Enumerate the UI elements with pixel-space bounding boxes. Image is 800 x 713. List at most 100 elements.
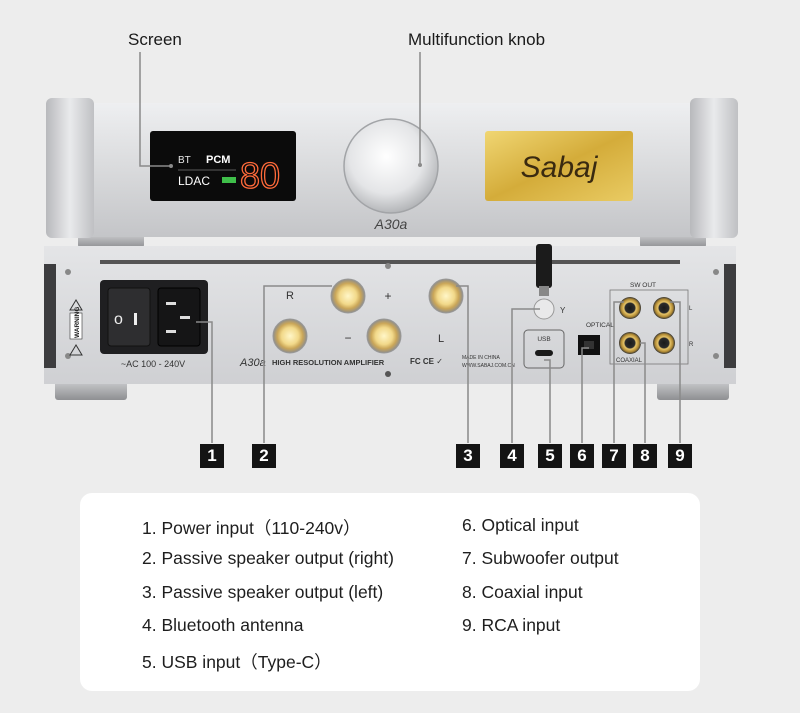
legend-card: 1. Power input（110-240v） 2. Passive spea…: [80, 493, 700, 691]
badge-3: 3: [456, 444, 480, 468]
iec-socket: [157, 287, 201, 347]
amplifier-illustration: BT PCM LDAC 80 Sabaj A30a: [44, 52, 738, 443]
legend-item-8: 8. Coaxial input: [462, 582, 583, 602]
screw-icon: [65, 269, 71, 275]
iec-pin: [180, 316, 190, 319]
rear-grip-right: [724, 264, 736, 368]
rear-vent-slot: [100, 260, 680, 264]
speaker-l-label: L: [438, 333, 444, 345]
speaker-post-left-positive: [428, 278, 464, 314]
badge-2: 2: [252, 444, 276, 468]
leader-line-2: [263, 285, 332, 443]
rca-frame: [609, 289, 689, 365]
speaker-minus-label: −: [344, 331, 351, 345]
badge-9: 9: [668, 444, 692, 468]
display-bt-text: BT: [178, 155, 191, 166]
screen-leader-dot: [169, 164, 173, 168]
warning-triangle-icon: [69, 299, 83, 311]
screw-icon: [713, 269, 719, 275]
power-on-symbol: [134, 313, 137, 325]
rear-model-text: A30a: [239, 357, 266, 369]
rca-input-right-jack: [653, 332, 675, 354]
rear-grip-left: [44, 264, 56, 368]
antenna-symbol-icon: Y: [560, 306, 566, 315]
badge-5: 5: [538, 444, 562, 468]
legend-item-6: 6. Optical input: [462, 515, 579, 535]
display-ldac-text: LDAC: [178, 174, 210, 188]
front-unit: BT PCM LDAC 80 Sabaj A30a: [46, 98, 738, 248]
screw-icon: [713, 353, 719, 359]
subwoofer-rca-jack: [619, 297, 641, 319]
antenna-base: [539, 286, 549, 296]
brand-plate: [485, 131, 633, 201]
rca-l-label: L: [689, 306, 693, 312]
badge-1: 1: [200, 444, 224, 468]
power-off-symbol: o: [114, 311, 123, 328]
warning-text: WARNING: [74, 307, 81, 338]
bluetooth-antenna: [536, 244, 552, 288]
coaxial-label: COAXIAL: [616, 358, 643, 364]
speaker-post-left-negative: [366, 318, 402, 354]
rear-unit: WARNING o ~AC 100 - 240V R + − L A30a HI…: [44, 244, 736, 400]
optical-label: OPTICAL: [586, 322, 614, 329]
speaker-plus-label: +: [384, 289, 391, 303]
leader-line-9: [670, 301, 681, 443]
display-pcm-text: PCM: [206, 154, 230, 166]
legend-item-7: 7. Subwoofer output: [462, 548, 619, 568]
ac-rating-text: ~AC 100 - 240V: [121, 359, 185, 369]
knob-callout-label: Multifunction knob: [408, 30, 546, 49]
legend-item-5: 5. USB input（Type-C）: [142, 652, 332, 672]
screw-icon: [385, 371, 391, 377]
front-side-block-right: [690, 98, 738, 238]
badge-8: 8: [633, 444, 657, 468]
speaker-post-right-negative: [272, 318, 308, 354]
legend-item-4: 4. Bluetooth antenna: [142, 615, 304, 635]
rear-model-desc-text: HIGH RESOLUTION AMPLIFIER: [272, 358, 385, 367]
multifunction-knob: [343, 118, 439, 214]
badge-4: 4: [500, 444, 524, 468]
warning-triangle-icon: [69, 344, 83, 356]
legend-item-1: 1. Power input（110-240v）: [142, 518, 361, 538]
brand-plate-text: Sabaj: [521, 151, 599, 184]
coaxial-rca-jack: [619, 332, 641, 354]
usb-port-frame: [523, 329, 565, 369]
leader-line-3: [456, 285, 469, 443]
front-model-text: A30a: [374, 216, 408, 232]
website-text: WWW.SABAJ.COM.CN: [462, 363, 515, 369]
display-signal-indicator: [222, 177, 236, 183]
badge-6: 6: [570, 444, 594, 468]
knob-leader-dot: [418, 163, 422, 167]
optical-port-inner: [584, 341, 594, 349]
legend-item-2: 2. Passive speaker output (right): [142, 548, 394, 568]
speaker-r-label: R: [286, 290, 294, 302]
power-switch: [107, 287, 151, 347]
badge-7: 7: [602, 444, 626, 468]
legend-item-9: 9. RCA input: [462, 615, 561, 635]
usb-c-port: [535, 350, 553, 356]
legend-item-3: 3. Passive speaker output (left): [142, 582, 384, 602]
speaker-post-right-positive: [330, 278, 366, 314]
leader-line-6: [581, 347, 589, 443]
leader-line-8: [640, 342, 646, 443]
display-volume-text: 80: [240, 155, 280, 196]
usb-label: USB: [537, 336, 550, 343]
leader-line-4: [511, 308, 540, 443]
rca-input-left-jack: [653, 297, 675, 319]
sw-out-label: SW OUT: [630, 282, 656, 289]
front-side-block-left: [46, 98, 94, 238]
leader-line-1: [196, 321, 213, 443]
screen-leader-line: [139, 52, 170, 167]
certification-marks-icon: FC CE ✓: [410, 357, 443, 366]
warning-label: [69, 312, 83, 340]
iec-pin: [166, 302, 176, 305]
iec-pin: [166, 330, 176, 333]
screw-icon: [385, 263, 391, 269]
leader-line-7: [613, 301, 624, 443]
badge-leader-lines: [196, 285, 681, 443]
screw-icon: [65, 353, 71, 359]
screen-callout-label: Screen: [128, 30, 182, 49]
leader-line-5: [544, 359, 551, 443]
display-screen: [150, 131, 296, 201]
made-in-text: MADE IN CHINA: [462, 355, 500, 361]
